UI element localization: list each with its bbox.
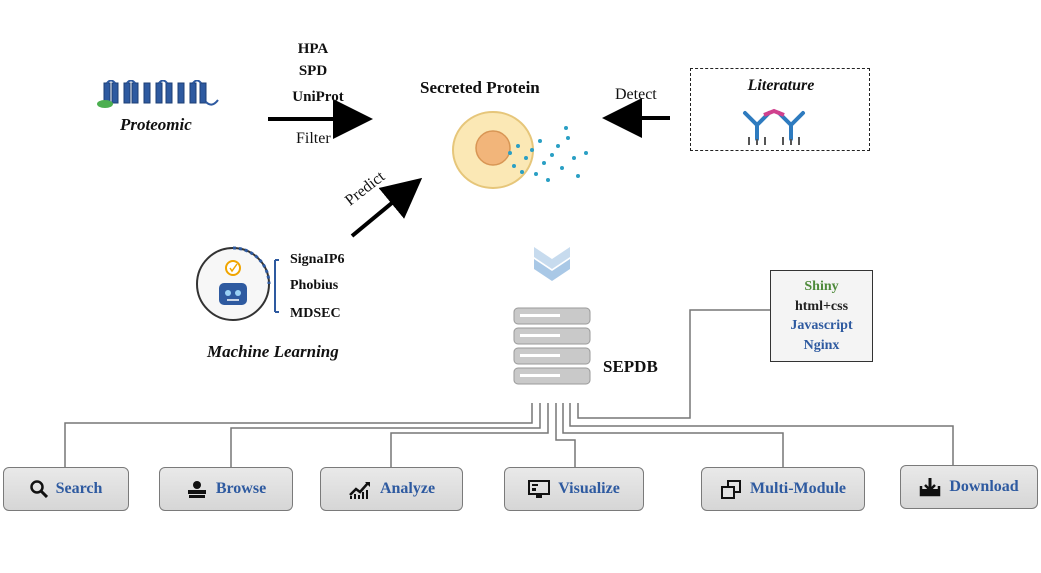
multi-module-button[interactable]: Multi-Module xyxy=(701,467,865,511)
connector-analyze xyxy=(390,403,549,467)
search-button[interactable]: Search xyxy=(3,467,129,511)
membrane-protein-icon xyxy=(97,80,219,108)
connector-browse xyxy=(230,403,541,467)
multi-module-button-label: Multi-Module xyxy=(750,480,846,497)
browse-button-label: Browse xyxy=(215,480,267,497)
browse-button[interactable]: Browse xyxy=(159,467,293,511)
tech-javascript: Javascript xyxy=(790,318,853,333)
connector-visualize xyxy=(555,403,576,467)
database-spd: SPD xyxy=(298,63,328,79)
download-tray-icon xyxy=(920,478,941,497)
machine-learning-label: Machine Learning xyxy=(207,342,339,361)
tech-stack-box: Shiny html+css Javascript Nginx xyxy=(770,270,873,362)
visualize-button[interactable]: Visualize xyxy=(504,467,644,511)
database-uniprot: UniProt xyxy=(292,89,344,105)
ml-tool-phobius: Phobius xyxy=(290,278,339,293)
cell-icon xyxy=(452,111,588,189)
database-hpa: HPA xyxy=(297,41,329,57)
connector-search xyxy=(64,403,533,467)
search-button-label: Search xyxy=(55,480,103,497)
literature-label: Literature xyxy=(747,77,815,94)
analyze-button[interactable]: Analyze xyxy=(320,467,463,511)
predict-arrow xyxy=(350,177,423,238)
ml-tool-mdsec: MDSEC xyxy=(290,306,341,321)
double-chevron-down-icon xyxy=(534,247,570,281)
books-icon xyxy=(187,481,206,498)
filter-label: Filter xyxy=(296,130,331,147)
tech-shiny: Shiny xyxy=(804,279,839,294)
download-button-label: Download xyxy=(949,478,1019,495)
detect-label: Detect xyxy=(615,86,657,103)
monitor-icon xyxy=(528,480,551,498)
robot-lightbulb-icon xyxy=(196,246,279,321)
secreted-protein-title: Secreted Protein xyxy=(420,78,540,97)
proteomic-label: Proteomic xyxy=(120,115,192,134)
tech-connector xyxy=(577,309,770,419)
database-stack-icon xyxy=(513,307,591,385)
connector-download xyxy=(569,403,954,465)
literature-box: Literature xyxy=(690,68,870,151)
connector-multi-module xyxy=(562,403,784,467)
sepdb-label: SEPDB xyxy=(603,357,658,376)
visualize-button-label: Visualize xyxy=(558,480,620,497)
tech-nginx: Nginx xyxy=(803,337,840,353)
trend-chart-icon xyxy=(349,482,370,499)
ml-tool-signaip6: SignaIP6 xyxy=(290,252,345,267)
antibody-icon xyxy=(743,108,805,145)
analyze-button-label: Analyze xyxy=(379,480,436,497)
download-button[interactable]: Download xyxy=(900,465,1038,509)
tech-html-css: html+css xyxy=(794,298,849,314)
layers-icon xyxy=(721,480,741,499)
search-icon xyxy=(29,480,48,498)
